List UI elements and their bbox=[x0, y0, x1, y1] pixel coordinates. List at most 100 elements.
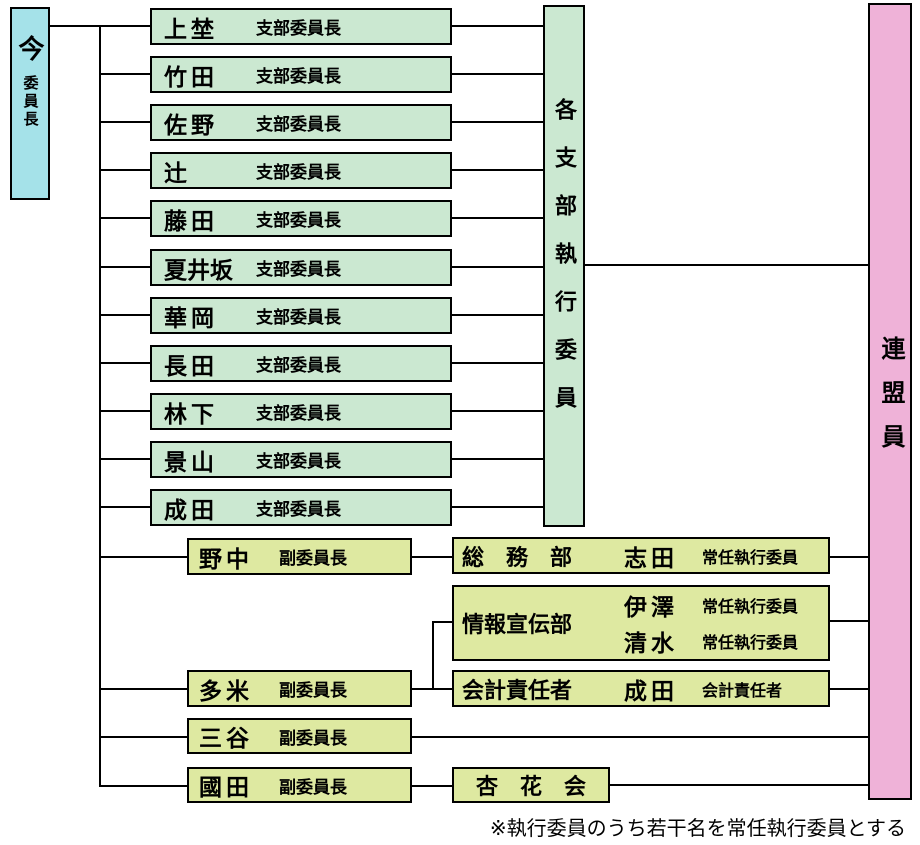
dept-label: 会計責任者 bbox=[462, 677, 573, 703]
connector-left bbox=[101, 410, 150, 412]
branch-box: 長田 支部委員長 bbox=[150, 345, 452, 382]
president-name: 今 bbox=[15, 35, 45, 61]
trunk-line bbox=[99, 25, 101, 787]
connector-right bbox=[452, 506, 543, 508]
branch-row: 佐野 支部委員長 bbox=[101, 104, 585, 141]
vice-chair-name: 國田 bbox=[199, 774, 253, 800]
branch-title: 支部委員長 bbox=[256, 308, 341, 327]
branch-box: 藤田 支部委員長 bbox=[150, 200, 452, 237]
branch-row: 景山 支部委員長 bbox=[101, 441, 585, 478]
branch-row: 長田 支部委員長 bbox=[101, 345, 585, 382]
branch-executive-committee-label: 各支部執行委員 bbox=[552, 98, 577, 434]
connector-right bbox=[452, 458, 543, 460]
branch-title: 支部委員長 bbox=[256, 211, 341, 230]
vice-chair-box: 野中 副委員長 bbox=[187, 538, 412, 575]
branch-box: 上埜 支部委員長 bbox=[150, 8, 452, 45]
branch-name: 上埜 bbox=[164, 15, 218, 42]
branch-title: 支部委員長 bbox=[256, 67, 341, 86]
vice-chair-title: 副委員長 bbox=[279, 728, 347, 748]
society-label: 杏 花 会 bbox=[475, 774, 586, 799]
connector-left bbox=[101, 121, 150, 123]
connector-right bbox=[610, 784, 868, 786]
branch-box: 佐野 支部委員長 bbox=[150, 104, 452, 141]
general-affairs-box: 総 務 部 志田 常任執行委員 bbox=[452, 537, 830, 574]
president-box: 今 委員長 bbox=[10, 7, 50, 200]
branch-box: 華岡 支部委員長 bbox=[150, 297, 452, 334]
branch-title: 支部委員長 bbox=[256, 163, 341, 182]
dept-member-title: 常任執行委員 bbox=[702, 635, 799, 652]
branch-row: 上埜 支部委員長 bbox=[101, 8, 585, 45]
branch-row: 林下 支部委員長 bbox=[101, 393, 585, 430]
connector-left bbox=[101, 556, 187, 558]
branch-title: 支部委員長 bbox=[256, 500, 341, 519]
dept-member-row: 清水 常任執行委員 bbox=[624, 624, 798, 658]
branch-name: 竹田 bbox=[164, 63, 218, 90]
connector-left bbox=[101, 458, 150, 460]
connector-exec-federation bbox=[585, 264, 868, 266]
connector-right bbox=[452, 121, 543, 123]
vice-chair-title: 副委員長 bbox=[279, 549, 347, 568]
branch-title: 支部委員長 bbox=[256, 260, 341, 279]
society-box: 杏 花 会 bbox=[452, 767, 610, 803]
connector-left bbox=[101, 266, 150, 268]
branch-row: 辻 支部委員長 bbox=[101, 152, 585, 189]
branch-box: 景山 支部委員長 bbox=[150, 441, 452, 478]
branch-box: 林下 支部委員長 bbox=[150, 393, 452, 430]
connector-right bbox=[452, 362, 543, 364]
branch-name: 林下 bbox=[164, 400, 218, 427]
branch-row: 藤田 支部委員長 bbox=[101, 200, 585, 237]
vice-chair-name: 三谷 bbox=[199, 725, 253, 751]
president-title: 委員長 bbox=[21, 75, 39, 129]
vice-chair-box: 多米 副委員長 bbox=[187, 670, 412, 707]
connector-right bbox=[452, 217, 543, 219]
branch-box: 夏井坂 支部委員長 bbox=[150, 249, 452, 286]
vice-chair-box: 國田 副委員長 bbox=[187, 767, 412, 803]
dept-member-name: 志田 bbox=[624, 544, 678, 571]
connector-right bbox=[452, 266, 543, 268]
federation-member-label: 連盟員 bbox=[877, 335, 904, 468]
vice-chair-title: 副委員長 bbox=[279, 681, 347, 700]
connector-right-long bbox=[412, 736, 868, 738]
connector-right bbox=[452, 169, 543, 171]
branch-name: 景山 bbox=[164, 448, 218, 475]
connector-left bbox=[101, 736, 187, 738]
dept-label: 情報宣伝部 bbox=[462, 612, 573, 637]
dept-member-name: 伊澤 bbox=[624, 594, 678, 620]
connector-right bbox=[412, 785, 452, 787]
dept-member-title: 会計責任者 bbox=[702, 682, 783, 700]
connector-right bbox=[830, 688, 868, 690]
branch-box: 辻 支部委員長 bbox=[150, 152, 452, 189]
dept-member-row: 伊澤 常任執行委員 bbox=[624, 588, 798, 622]
connector-right bbox=[412, 556, 452, 558]
branch-row: 竹田 支部委員長 bbox=[101, 56, 585, 93]
connector-left bbox=[101, 688, 187, 690]
connector-left bbox=[101, 785, 187, 787]
accounting-box: 会計責任者 成田 会計責任者 bbox=[452, 670, 830, 707]
dept-member-title: 常任執行委員 bbox=[702, 549, 799, 567]
connector-to-information bbox=[432, 621, 452, 623]
dept-label: 総 務 部 bbox=[462, 544, 573, 570]
dept-member-name: 成田 bbox=[624, 677, 678, 704]
branch-row: 成田 支部委員長 bbox=[101, 489, 585, 526]
information-dept-box: 情報宣伝部 伊澤 常任執行委員 清水 常任執行委員 bbox=[452, 585, 830, 661]
vice-chair-name: 野中 bbox=[199, 545, 253, 572]
branch-title: 支部委員長 bbox=[256, 356, 341, 375]
vice-chair-name: 多米 bbox=[199, 677, 253, 704]
branch-title: 支部委員長 bbox=[256, 115, 341, 134]
connector-left bbox=[101, 362, 150, 364]
branch-name: 夏井坂 bbox=[164, 256, 233, 283]
dept-member-list: 伊澤 常任執行委員 清水 常任執行委員 bbox=[624, 588, 798, 658]
connector-right bbox=[452, 410, 543, 412]
connector-right bbox=[830, 556, 868, 558]
connector-left bbox=[101, 506, 150, 508]
branch-title: 支部委員長 bbox=[256, 19, 341, 38]
connector-right bbox=[452, 314, 543, 316]
branch-title: 支部委員長 bbox=[256, 452, 341, 471]
connector-left bbox=[101, 314, 150, 316]
branch-name: 藤田 bbox=[164, 207, 218, 234]
connector-left bbox=[101, 169, 150, 171]
branch-executive-committee-box: 各支部執行委員 bbox=[543, 5, 585, 527]
branch-name: 長田 bbox=[164, 352, 218, 379]
federation-member-box: 連盟員 bbox=[868, 3, 912, 800]
dept-member-name: 清水 bbox=[624, 630, 678, 656]
